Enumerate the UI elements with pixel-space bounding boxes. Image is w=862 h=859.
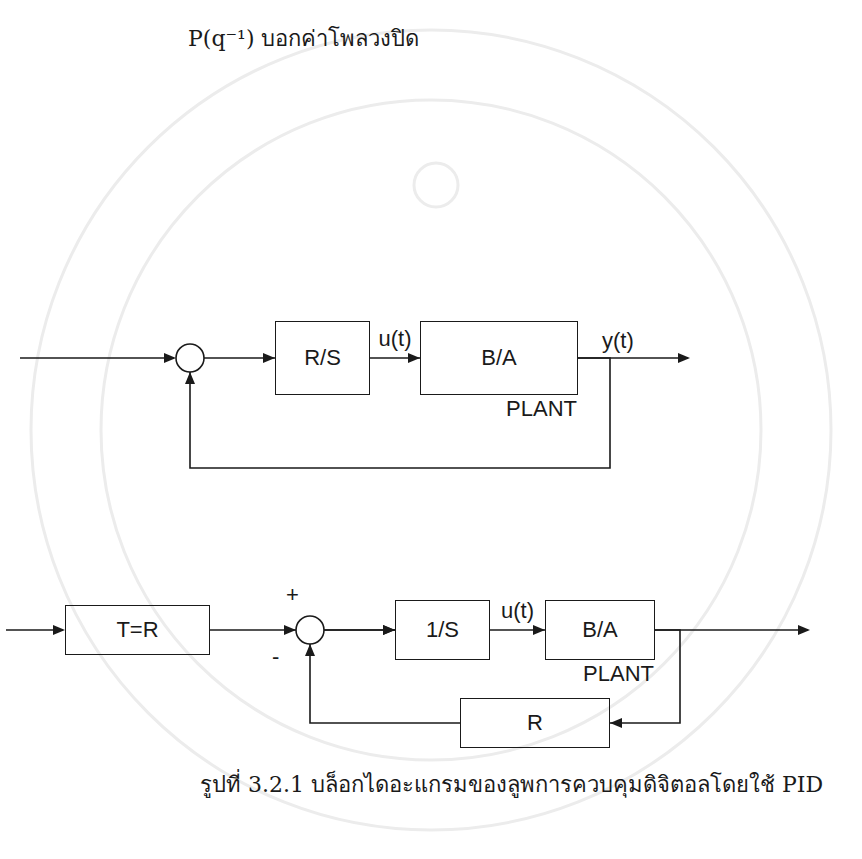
arrow-head [263, 353, 275, 363]
controller-box: R/S [275, 321, 370, 395]
seal-ring [101, 100, 761, 760]
arrow-head [610, 718, 622, 728]
arrow-head [678, 353, 690, 363]
signal-connector [490, 625, 545, 635]
sign-mark: + [286, 582, 299, 607]
seal-ring [31, 30, 831, 830]
signal-name: u(t) [501, 598, 534, 623]
figure-caption: รูปที่ 3.2.1 บล็อกไดอะแกรมของลูพการควบคุ… [200, 772, 823, 797]
note-text: P(q⁻¹) บอกค่าโพลวงปิด [188, 26, 419, 51]
plant-box: B/APLANT [545, 600, 655, 660]
signal-connector [210, 625, 395, 635]
plant-box: B/APLANT [420, 321, 578, 395]
watermark-seal [31, 30, 831, 830]
box-label: R [527, 711, 543, 735]
summing-junction [176, 344, 204, 372]
arrow-head [533, 625, 545, 635]
box-heading: PLANT [583, 662, 654, 686]
signal-name: y(t) [602, 328, 634, 353]
box-heading: PLANT [506, 397, 577, 421]
box-label: B/A [582, 618, 617, 642]
connector-line [210, 629, 296, 631]
summing-junction [296, 616, 324, 644]
arrow-head [164, 353, 176, 363]
box-label: 1/S [426, 618, 459, 642]
seal-sun [414, 163, 458, 207]
arrow-head [383, 625, 395, 635]
arrow-head [408, 353, 420, 363]
controller-box: 1/S [395, 600, 490, 660]
arrow-head [284, 625, 296, 635]
arrow-head [383, 625, 395, 635]
prefilter-box: T=R [65, 605, 210, 655]
connector-line [310, 644, 460, 723]
input-wire [20, 357, 174, 359]
box-label: T=R [116, 618, 158, 642]
arrow-head [53, 625, 65, 635]
connector-line [190, 358, 610, 468]
arrow-head [305, 644, 315, 656]
box-label: R/S [304, 346, 341, 370]
signal-connector [185, 353, 610, 468]
arrow-head [798, 625, 810, 635]
sign-mark: - [272, 644, 279, 669]
box-label: B/A [481, 346, 516, 370]
signal-name: u(t) [379, 326, 412, 351]
signal-connector [370, 353, 420, 363]
feedback-box: R [460, 698, 610, 748]
arrow-head [185, 372, 195, 384]
